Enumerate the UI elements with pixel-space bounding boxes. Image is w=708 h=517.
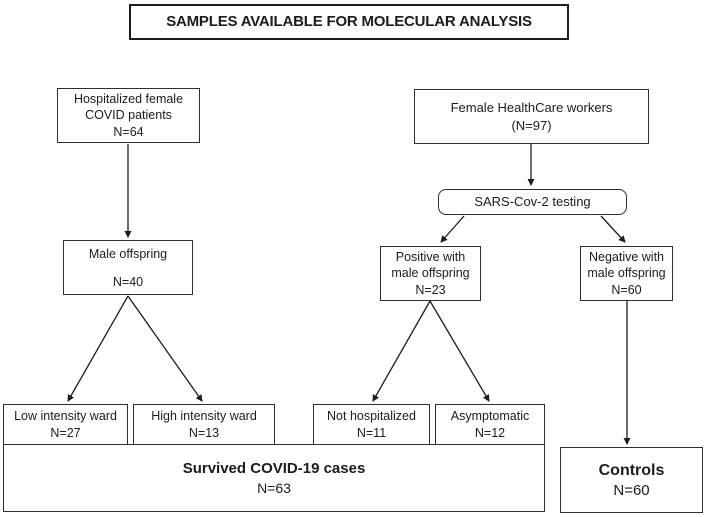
node-female-healthcare-workers: Female HealthCare workers (N=97): [414, 89, 649, 144]
node-sars-cov-2-testing: SARS-Cov-2 testing: [438, 189, 627, 215]
arrow-testing-to-positive: [440, 215, 465, 243]
node-not-hospitalized: Not hospitalized N=11: [313, 404, 430, 445]
node-hospitalized-female-covid-patients: Hospitalized female COVID patients N=64: [57, 88, 200, 143]
node-line: COVID patients: [85, 108, 172, 123]
node-line: Hospitalized female: [73, 91, 184, 106]
node-survived-covid-19-cases: Survived COVID-19 cases N=63: [3, 444, 545, 512]
node-line: High intensity ward: [151, 409, 257, 423]
node-count: N=60: [611, 282, 642, 297]
node-count: N=23: [415, 282, 446, 297]
arrow-positive-to-not-hospitalized: [372, 300, 431, 402]
node-count: N=12: [474, 425, 506, 440]
arrow-testing-to-negative: [600, 215, 626, 243]
arrow-male-offspring-to-low-ward: [67, 295, 129, 402]
node-line: Controls: [598, 461, 665, 479]
node-male-offspring: Male offspring N=40: [63, 240, 193, 295]
node-negative-with-male-offspring: Negative with male offspring N=60: [580, 246, 673, 301]
node-line: Male offspring: [88, 247, 168, 261]
node-count: N=40: [112, 274, 144, 289]
node-count: N=27: [50, 425, 81, 440]
node-high-intensity-ward: High intensity ward N=13: [133, 404, 275, 445]
node-line: male offspring: [391, 266, 470, 281]
node-count: (N=97): [511, 117, 552, 133]
node-line: SARS-Cov-2 testing: [474, 194, 591, 210]
arrow-male-offspring-to-high-ward: [127, 295, 203, 402]
node-count: N=13: [188, 425, 220, 440]
node-line: Low intensity ward: [14, 409, 117, 423]
node-count: N=64: [113, 124, 144, 139]
node-line: male offspring: [587, 266, 666, 281]
node-line: Asymptomatic: [450, 409, 530, 423]
node-asymptomatic: Asymptomatic N=12: [435, 404, 545, 445]
node-count: N=63: [257, 479, 291, 496]
node-title: SAMPLES AVAILABLE FOR MOLECULAR ANALYSIS: [129, 4, 569, 40]
node-controls: Controls N=60: [560, 447, 703, 513]
node-line: Survived COVID-19 cases: [182, 459, 366, 477]
node-count: N=11: [356, 425, 387, 440]
node-line: Positive with: [395, 249, 466, 264]
node-line: Not hospitalized: [327, 409, 416, 423]
node-positive-with-male-offspring: Positive with male offspring N=23: [380, 246, 481, 301]
node-line: Negative with: [588, 249, 665, 264]
title-label: SAMPLES AVAILABLE FOR MOLECULAR ANALYSIS: [166, 13, 532, 31]
arrow-positive-to-asymptomatic: [429, 300, 490, 402]
node-low-intensity-ward: Low intensity ward N=27: [3, 404, 128, 445]
node-count: N=60: [613, 481, 650, 499]
node-line: Female HealthCare workers: [450, 100, 613, 116]
